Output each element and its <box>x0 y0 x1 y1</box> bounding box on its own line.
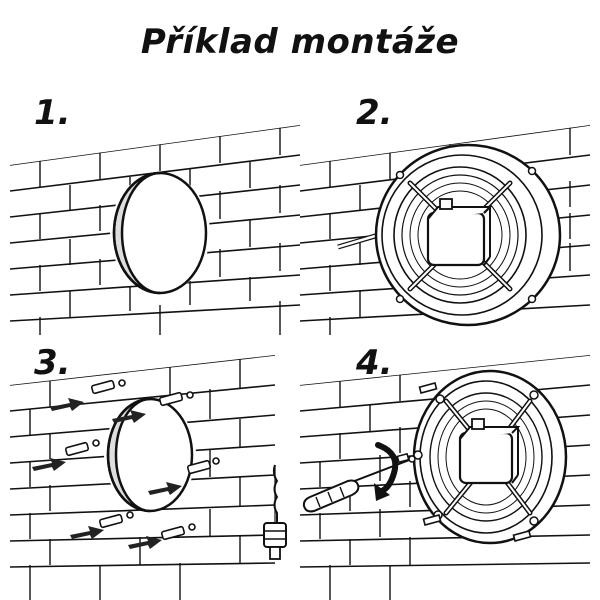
step-4-illustration <box>300 355 590 600</box>
arrow-icon <box>148 482 182 495</box>
arrow-icon <box>50 398 84 411</box>
screwdriver-icon <box>302 458 413 513</box>
dowel-icon <box>64 439 100 457</box>
arrow-icon <box>32 458 66 471</box>
wall-hole-icon <box>104 397 196 513</box>
drill-bit-icon <box>263 464 287 560</box>
arrows <box>32 398 182 549</box>
arrow-icon <box>70 526 104 539</box>
dowel-icon <box>98 511 134 529</box>
dowel-icon <box>90 379 126 395</box>
step-2-number: 2. <box>356 93 393 133</box>
step-3-panel: 3. <box>10 343 300 600</box>
dowel-icon <box>186 457 220 475</box>
step-1-panel: 1. <box>10 93 300 335</box>
step-3-number: 3. <box>34 343 71 383</box>
axial-fan-icon <box>374 143 562 327</box>
arrow-icon <box>128 536 162 549</box>
step-3-illustration <box>10 355 287 600</box>
rotate-arrow-icon <box>374 442 399 501</box>
dowel-icon <box>160 523 196 541</box>
step-2-illustration <box>300 125 590 335</box>
step-1-illustration <box>10 125 300 335</box>
axial-fan-icon <box>412 369 568 545</box>
dowel-icon <box>158 391 194 407</box>
wall-hole-icon <box>110 171 210 295</box>
page-title: Příklad montáže <box>140 22 460 62</box>
step-2-panel: 2. <box>300 93 590 335</box>
arrow-icon <box>112 410 146 423</box>
step-4-panel: 4. <box>300 343 590 600</box>
step-1-number: 1. <box>34 93 71 133</box>
brick-wall <box>10 355 275 600</box>
